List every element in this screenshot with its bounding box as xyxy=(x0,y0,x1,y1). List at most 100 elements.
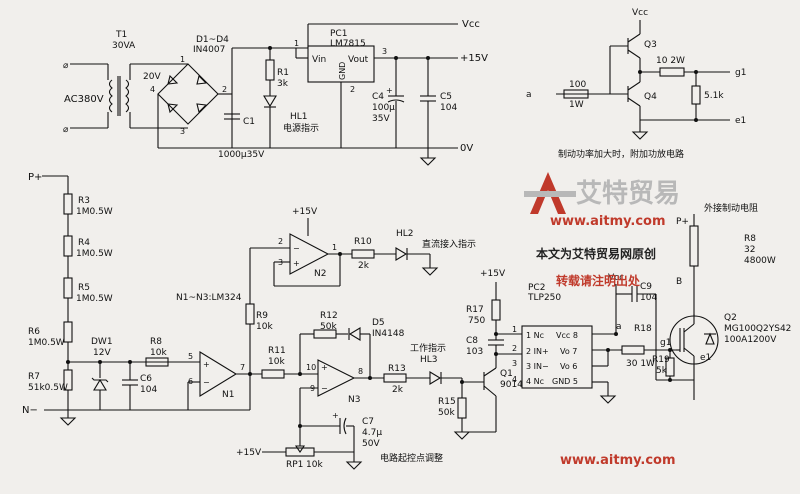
r8-brake-value1: 32 xyxy=(744,245,755,255)
led-hl1: HL1 电源指示 xyxy=(263,95,319,148)
resistor-100-1w: 100 1W xyxy=(563,80,589,110)
ac-input-label: AC380V xyxy=(64,94,104,105)
pc2-pin5: GND 5 xyxy=(552,377,578,386)
r13-ref: R13 xyxy=(388,364,406,374)
igbt-q2: Q2 MG100Q2YS42 100A1200V xyxy=(669,313,791,366)
zero-v-label: 0V xyxy=(460,143,473,154)
transformer-t1: T1 30VA xyxy=(108,30,136,116)
brake-resistor-label: 外接制动电阻 xyxy=(704,202,758,214)
r8-10k-value: 10k xyxy=(150,348,167,358)
ac-terminal-bottom: ⌀ xyxy=(63,125,69,135)
c5-ref: C5 xyxy=(440,92,452,102)
q4-ref: Q4 xyxy=(644,92,657,102)
diode-d5: D5 IN4148 xyxy=(348,318,405,341)
c9-value: 104 xyxy=(640,293,657,303)
r17-ref: R17 xyxy=(466,305,484,315)
secondary-voltage: 20V xyxy=(143,72,161,82)
capacitor-c6: C6 104 xyxy=(122,362,157,410)
rp1-value: 10k xyxy=(306,460,323,470)
bridge-rectifier: D1~D4 IN4007 1 2 3 4 xyxy=(150,35,229,136)
c1-value: 1000μ35V xyxy=(218,150,265,160)
c8-value: 103 xyxy=(466,347,483,357)
driver-vcc: Vcc xyxy=(608,273,624,283)
pc2-num1: 1 xyxy=(512,325,517,334)
r5-1k-value: 5.1k xyxy=(704,91,724,101)
dw1-ref: DW1 xyxy=(91,337,113,347)
capacitor-c5: C5 104 xyxy=(420,58,457,148)
ground-symbol-hl2 xyxy=(421,267,439,276)
r6-ref: R6 xyxy=(28,327,40,337)
driver-node-a: a xyxy=(616,322,622,332)
r6-value: 1M0.5W xyxy=(28,338,65,348)
divider-n-minus: N− xyxy=(22,405,38,416)
t1-ref: T1 xyxy=(115,30,127,40)
pc1-vin: Vin xyxy=(312,55,326,65)
n1-pin5: 5 xyxy=(188,352,193,361)
resistor-r4: R4 1M0.5W xyxy=(63,235,113,259)
hl2-label: 直流接入指示 xyxy=(422,238,476,250)
r3-ref: R3 xyxy=(78,196,90,206)
pc1-pin3: 3 xyxy=(382,47,387,56)
driver-section: +15V R17 750 C8 103 Q1 9014 xyxy=(438,202,791,440)
r4-ref: R4 xyxy=(78,238,90,248)
optocoupler-pc2: PC2 TLP250 1 Nc 2 IN+ 3 IN− 4 Nc Vcc 8 V… xyxy=(521,283,593,389)
c8-ref: C8 xyxy=(466,336,478,346)
pc2-pin4: 4 Nc xyxy=(526,377,544,386)
capacitor-c4: + C4 100μ 35V xyxy=(372,58,405,148)
driver-plus15: +15V xyxy=(480,269,506,279)
r9-value: 10k xyxy=(256,322,273,332)
r10-value: 2k xyxy=(358,261,370,271)
rp1-ref: RP1 xyxy=(286,460,303,470)
r4-value: 1M0.5W xyxy=(76,249,113,259)
watermark-url: www.aitmy.com xyxy=(550,214,666,229)
driver-b-node: B xyxy=(676,277,682,287)
r8-brake-value2: 4800W xyxy=(744,256,776,266)
pc1-part: LM7815 xyxy=(330,39,366,49)
opamp-n1: N1 + − 5 6 7 xyxy=(188,351,245,400)
c1-ref: C1 xyxy=(243,117,255,127)
watermark: 艾特贸易 www.aitmy.com 本文为艾特贸易网原创 转载请注明出处 ww… xyxy=(524,172,680,468)
ground-symbol-q1 xyxy=(453,431,471,440)
bridge-pin2: 2 xyxy=(222,85,227,94)
q2-part1: MG100Q2YS42 xyxy=(724,324,791,334)
driver-p-plus: P+ xyxy=(676,217,689,227)
pc1-vout: Vout xyxy=(348,55,369,65)
capacitor-c7: + C7 4.7μ 50V xyxy=(332,411,382,449)
d5-part: IN4148 xyxy=(372,329,405,339)
n1-plus-sign: + xyxy=(203,360,210,369)
watermark-logo-icon xyxy=(524,172,576,214)
boost-out-g1: g1 xyxy=(735,68,746,78)
r9-ref: R9 xyxy=(256,311,268,321)
driver-g1: g1 xyxy=(660,338,671,348)
pc2-pin1: 1 Nc xyxy=(526,331,544,340)
power-supply-section: ⌀ ⌀ AC380V T1 30VA 20V D1~D4 IN400 xyxy=(63,19,488,166)
c6-ref: C6 xyxy=(140,374,152,384)
q1-part: 9014 xyxy=(500,380,523,390)
hl1-ref: HL1 xyxy=(290,112,308,122)
pc1-pin1: 1 xyxy=(294,39,299,48)
vcc-label-top: Vcc xyxy=(462,19,480,30)
n2-plus15: +15V xyxy=(292,207,318,217)
r19-value: 5k xyxy=(656,366,668,376)
c4-value1: 100μ xyxy=(372,103,395,113)
zener-dw1: DW1 12V xyxy=(91,337,113,410)
boost-out-e1: e1 xyxy=(735,116,746,126)
pc2-num4: 4 xyxy=(512,375,517,384)
driver-e1: e1 xyxy=(700,353,711,363)
hl2-ref: HL2 xyxy=(396,229,414,239)
capacitor-c9: C9 104 xyxy=(616,282,657,380)
r5-value: 1M0.5W xyxy=(76,294,113,304)
regulator-pc1: PC1 LM7815 Vin Vout GND 1 2 3 xyxy=(270,29,387,148)
n3-pin10: 10 xyxy=(306,363,316,372)
n1-ref: N1 xyxy=(222,390,234,400)
pc2-ref: PC2 xyxy=(528,283,545,293)
resistor-5-1k: 5.1k xyxy=(691,72,724,120)
pc2-num2: 2 xyxy=(512,344,517,353)
r3-value: 1M0.5W xyxy=(76,207,113,217)
r100-rating: 1W xyxy=(569,100,584,110)
n3-ref: N3 xyxy=(348,395,360,405)
bridge-part: IN4007 xyxy=(193,45,225,55)
resistor-r7: R7 51k0.5W xyxy=(28,369,73,393)
watermark-brand: 艾特贸易 xyxy=(576,178,680,209)
